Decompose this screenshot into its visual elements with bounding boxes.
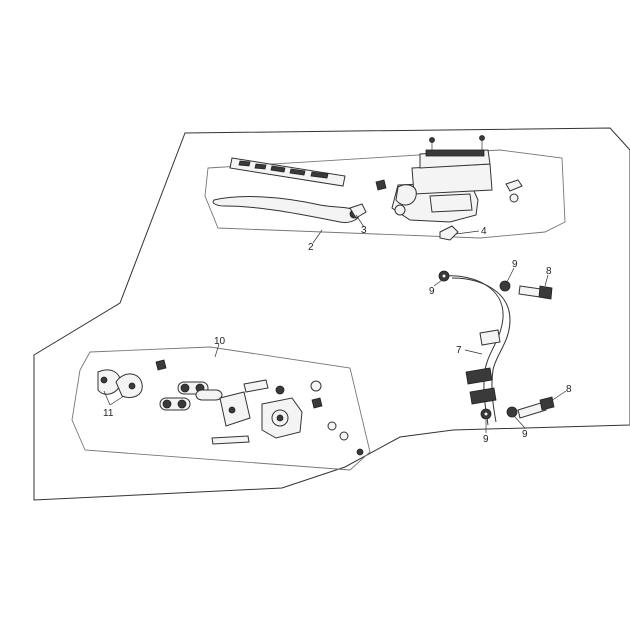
brake-pads xyxy=(97,369,143,398)
callout-9-lower-right: 9 xyxy=(522,429,528,440)
callout-leaders xyxy=(103,214,567,433)
callout-10: 10 xyxy=(214,336,226,347)
callout-3: 3 xyxy=(361,225,367,236)
lower-banjo-fitting xyxy=(480,396,555,420)
callout-7: 7 xyxy=(456,345,462,356)
caliper-small-hardware xyxy=(155,359,364,456)
caliper-panel xyxy=(71,346,371,471)
callout-9-upper-right: 9 xyxy=(512,259,518,270)
brake-hose xyxy=(443,275,511,426)
assembly-boundary-outline xyxy=(33,127,630,501)
master-cylinder-body xyxy=(391,135,493,223)
callout-4: 4 xyxy=(481,226,487,237)
handlebar-strip xyxy=(229,157,346,187)
switch-small-parts xyxy=(375,179,523,241)
callout-8-upper: 8 xyxy=(546,266,552,277)
pistons-seals xyxy=(159,381,223,411)
callout-8-lower: 8 xyxy=(566,384,572,395)
callout-9-upper-left: 9 xyxy=(429,286,435,297)
master-cylinder-panel xyxy=(204,149,566,239)
brake-lever xyxy=(212,196,367,223)
caliper-body xyxy=(243,379,303,439)
caliper-bracket xyxy=(219,391,251,427)
callout-9-lower-left: 9 xyxy=(483,434,489,445)
upper-banjo-fitting xyxy=(438,270,553,300)
callout-11: 11 xyxy=(103,408,114,419)
callout-2: 2 xyxy=(308,242,314,253)
